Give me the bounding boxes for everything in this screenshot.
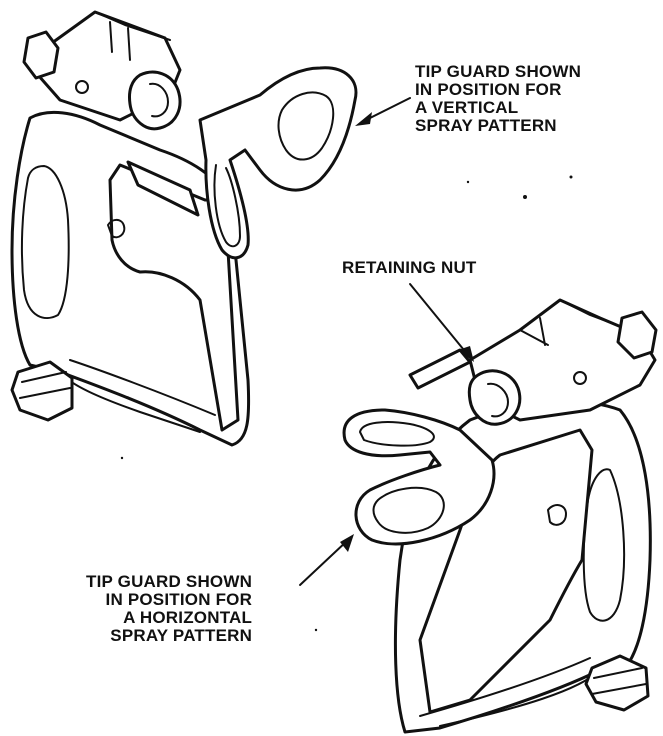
label-vertical-line2: IN POSITION FOR [415,80,562,99]
gun-vertical-tip-guard-loop [213,164,241,248]
leader-nut-line [409,283,469,356]
label-retaining-nut-text: RETAINING NUT [342,258,477,277]
leader-horizontal-line [299,539,349,586]
leader-nut-arrowhead [458,346,474,362]
gun-horizontal-retaining-nut [467,369,522,426]
leader-horizontal-arrowhead [340,534,354,552]
gun-horizontal-tip-guard-window [372,486,445,534]
gun-horizontal-rear-nut [616,310,658,360]
gun-horizontal-fitting-lines [591,667,647,695]
gun-vertical-body-top [94,11,171,61]
gun-vertical-rear-nut [22,30,60,80]
gun-vertical [10,10,358,447]
gun-horizontal-tip-guard-upper-loop [359,421,435,447]
label-horizontal-line1: TIP GUARD SHOWN [86,572,253,591]
gun-vertical-fitting-lines [19,371,71,399]
gun-vertical-pivot [107,218,126,239]
label-tip-guard-horizontal: TIP GUARD SHOWN IN POSITION FOR A HORIZO… [86,573,252,645]
label-vertical-line3: A VERTICAL [415,98,519,117]
gun-horizontal-pivot [547,504,567,526]
leader-vertical [355,97,411,126]
gun-vertical-grip-slot [20,165,70,319]
leader-retaining-nut [409,283,474,362]
gun-vertical-retaining-nut [128,70,182,131]
gun-vertical-tip-guard-window [277,91,335,161]
label-horizontal-line3: A HORIZONTAL [123,608,253,627]
label-retaining-nut: RETAINING NUT [342,259,477,277]
label-vertical-line4: SPRAY PATTERN [415,116,557,135]
gun-vertical-trigger [108,163,240,432]
gun-vertical-deflector [126,160,200,217]
leader-vertical-arrowhead [355,112,372,126]
label-tip-guard-vertical: TIP GUARD SHOWN IN POSITION FOR A VERTIC… [415,63,581,135]
gun-horizontal-grip-slot [582,468,626,622]
gun-horizontal [342,298,658,734]
label-horizontal-line4: SPRAY PATTERN [110,626,253,645]
gun-vertical-screw [75,80,89,94]
gun-horizontal-screw [573,371,587,385]
gun-horizontal-body-top [519,299,631,346]
label-horizontal-line2: IN POSITION FOR [105,590,253,609]
label-vertical-line1: TIP GUARD SHOWN [415,62,582,81]
gun-vertical-fluid-fitting [10,360,74,422]
gun-horizontal-deflector [408,348,472,390]
scan-specks [120,175,573,632]
gun-horizontal-nut-ring [487,382,509,418]
leader-horizontal [299,534,354,586]
gun-vertical-nut-ring [149,82,169,118]
gun-vertical-tip-guard [198,66,358,260]
